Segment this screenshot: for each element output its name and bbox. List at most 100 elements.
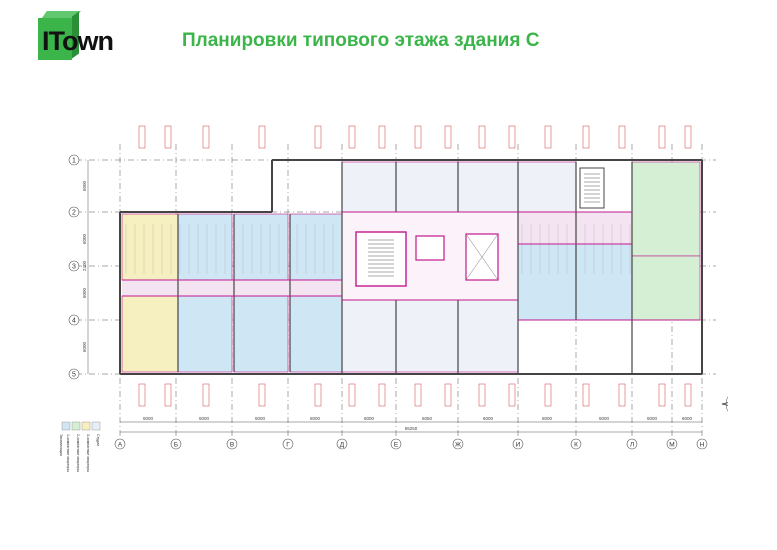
area-tag — [582, 383, 590, 407]
apartment — [395, 161, 459, 213]
apartment — [517, 243, 577, 321]
bottom-dimension: 6000 — [647, 416, 658, 421]
col-axis-marker — [570, 438, 582, 450]
col-axis-label: Н — [700, 442, 705, 449]
col-axis-label: Г — [286, 442, 290, 449]
area-tag — [544, 125, 552, 149]
itown-logo: ITown — [36, 8, 132, 64]
col-axis-marker — [282, 438, 294, 450]
legend-label: Студии — [96, 434, 100, 446]
col-axis-marker — [512, 438, 524, 450]
apartment — [575, 243, 633, 321]
apartment — [233, 295, 289, 373]
row-axis-label: 1 — [72, 158, 76, 165]
legend-label: 1-комнатные квартиры — [66, 434, 70, 472]
area-tag — [348, 383, 356, 407]
apartment — [341, 161, 397, 213]
area-tag — [258, 383, 266, 407]
legend-swatch — [61, 421, 71, 431]
area-tag — [444, 383, 452, 407]
legend-label: 3-комнатные квартиры — [86, 434, 90, 472]
area-tag — [414, 383, 422, 407]
row-axis-marker — [68, 206, 80, 218]
bottom-dimension: 6000 — [682, 416, 693, 421]
area-tag — [618, 125, 626, 149]
bottom-dimension: 6000 — [483, 416, 494, 421]
apartment — [457, 161, 519, 213]
apartment — [631, 255, 701, 321]
area-tag — [658, 125, 666, 149]
col-axis-label: А — [118, 442, 123, 449]
apartment — [177, 295, 233, 373]
area-tag — [314, 383, 322, 407]
row-axis-label: 3 — [72, 264, 76, 271]
area-tag — [444, 125, 452, 149]
apartment — [121, 213, 179, 281]
area-tag — [618, 383, 626, 407]
area-tag — [164, 125, 172, 149]
logo-cube — [38, 18, 72, 60]
col-axis-label: Ж — [455, 442, 461, 449]
apartments — [121, 161, 701, 373]
apartment — [631, 161, 701, 257]
apartment — [395, 299, 459, 373]
bottom-dimension: 6000 — [542, 416, 553, 421]
area-tag — [658, 383, 666, 407]
page-title: Планировки типового этажа здания С — [182, 30, 540, 51]
area-tag — [378, 383, 386, 407]
col-axis-marker — [390, 438, 402, 450]
col-axis-marker — [452, 438, 464, 450]
legend-title: Экспликация — [59, 434, 63, 456]
apartment — [289, 213, 343, 281]
row-axis-label: 2 — [72, 210, 76, 217]
bottom-dimension: 6000 — [310, 416, 321, 421]
area-tag — [138, 383, 146, 407]
left-dimension: 6000 — [82, 341, 87, 352]
overall-dimension: 65250 — [405, 426, 418, 431]
stair-elevator-core — [355, 167, 605, 287]
bottom-dimension: 6000 — [255, 416, 266, 421]
col-axis-label: Е — [394, 442, 399, 449]
legend-swatch — [91, 421, 101, 431]
compass-group — [721, 396, 728, 412]
row-axis-marker — [68, 314, 80, 326]
area-tag — [508, 383, 516, 407]
stair-core — [355, 231, 407, 287]
left-dimension: 6000 — [82, 287, 87, 298]
area-tag — [508, 125, 516, 149]
top-dimension-labels — [138, 125, 692, 407]
compass-rose-icon — [721, 396, 728, 412]
col-axis-marker — [336, 438, 348, 450]
area-tag — [414, 125, 422, 149]
elevator-cross — [465, 233, 499, 281]
area-tag — [378, 125, 386, 149]
left-dimension: 6000 — [82, 233, 87, 244]
row-axis-label: 4 — [72, 318, 76, 325]
corridor — [518, 212, 632, 244]
col-axis-marker — [696, 438, 708, 450]
col-axis-label: К — [574, 442, 578, 449]
col-axis-label: Д — [340, 442, 345, 449]
bottom-dimension: 6000 — [599, 416, 610, 421]
area-tag — [582, 125, 590, 149]
logo-text: ITown — [42, 26, 114, 56]
area-tag — [478, 125, 486, 149]
apartment — [517, 161, 577, 213]
left-dimension: 2400 — [82, 260, 87, 271]
stair-core — [579, 167, 605, 209]
compass-needle — [721, 402, 728, 406]
walls — [119, 159, 703, 375]
area-tag — [164, 383, 172, 407]
col-axis-label: И — [516, 442, 521, 449]
area-tag — [348, 125, 356, 149]
legend-swatch — [71, 421, 81, 431]
col-axis-marker — [226, 438, 238, 450]
area-tag — [138, 125, 146, 149]
col-axis-label: В — [230, 442, 234, 449]
area-tag — [202, 383, 210, 407]
col-axis-label: Л — [630, 442, 634, 449]
